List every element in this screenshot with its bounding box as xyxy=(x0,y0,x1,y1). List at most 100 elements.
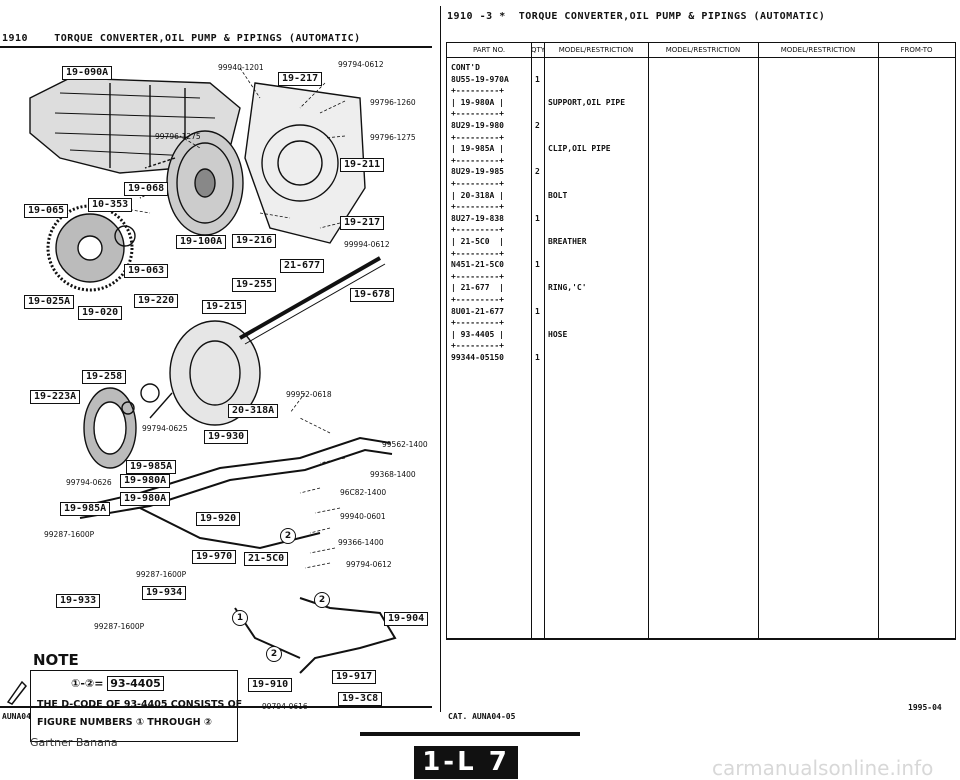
callout-box: 19-100A xyxy=(176,235,227,249)
table-cell-part: 8U29-19-980 xyxy=(451,121,504,130)
part-number: 99796-1275 xyxy=(155,132,201,141)
diagram-drawing xyxy=(29,67,397,674)
right-footer-date: 1995-04 xyxy=(908,703,942,712)
table-cell-qty: 1 xyxy=(535,353,540,362)
part-number: 99287-1600P xyxy=(136,570,187,579)
table-cell-qty: 2 xyxy=(535,167,540,177)
callout-box: 10-353 xyxy=(88,198,133,212)
right-header-code: 1910 xyxy=(447,11,474,22)
note-line-2: FIGURE NUMBERS ① THROUGH ② xyxy=(37,717,212,728)
table-cell-part: | 19-985A | xyxy=(451,144,504,154)
table-cell-part: | 19-980A | xyxy=(451,97,504,107)
callout-box: 19-025A xyxy=(24,295,75,309)
callout-box: 21-5C0 xyxy=(244,552,289,566)
reference-marker: 2 xyxy=(314,592,330,608)
part-number: 99940-0601 xyxy=(340,512,386,521)
table-cell-part: +---------+ xyxy=(451,341,504,351)
callout-box: 19-930 xyxy=(204,430,249,444)
table-cell-desc: BREATHER xyxy=(548,237,587,246)
note-range-text: ①-②= xyxy=(71,677,104,690)
table-cell-desc: CLIP,OIL PIPE xyxy=(548,144,611,154)
table-cell-desc: BOLT xyxy=(548,190,568,200)
callout-box: 19-934 xyxy=(142,586,187,600)
callout-box: 19-211 xyxy=(340,158,385,172)
note-range-code: 93-4405 xyxy=(107,676,164,691)
parts-table: PART NO. QTY MODEL/RESTRICTION MODEL/RES… xyxy=(446,42,956,640)
left-header: 1910 TORQUE CONVERTER,OIL PUMP & PIPINGS… xyxy=(2,33,361,44)
table-cell-part: +---------+ xyxy=(451,132,504,142)
part-number: 99562-1400 xyxy=(382,440,428,449)
left-footer: AUNA04 xyxy=(2,712,31,721)
callout-box: 19-970 xyxy=(192,550,237,564)
table-cell-qty: 2 xyxy=(535,121,540,130)
callout-box: 19-985A xyxy=(60,502,111,516)
table-cell-part: +---------+ xyxy=(451,179,504,188)
part-number: 99796-1260 xyxy=(370,98,416,107)
watermark-right: carmanualsonline.info xyxy=(712,756,934,780)
table-cell-part: +---------+ xyxy=(451,86,504,96)
callout-box: 19-217 xyxy=(278,72,323,86)
table-cell-part: +---------+ xyxy=(451,109,504,119)
callout-box: 19-980A xyxy=(120,474,171,488)
shaft-drawing xyxy=(239,256,386,345)
callout-box: 19-065 xyxy=(24,204,69,218)
column-header-qty: QTY xyxy=(531,43,545,57)
table-cell-part: +---------+ xyxy=(451,271,504,281)
page-tab-rule xyxy=(360,732,580,736)
torque-converter-drawing xyxy=(139,130,244,236)
table-cell-desc: SUPPORT,OIL PIPE xyxy=(548,97,626,107)
table-cell-qty: 1 xyxy=(535,260,540,270)
table-cell-part: N451-21-5C0 xyxy=(451,260,504,270)
watermark-left: Gartner Banana xyxy=(30,736,118,749)
callout-box: 19-904 xyxy=(384,612,429,626)
table-cell-part: | 21-677 | xyxy=(451,283,504,293)
callout-box: 19-255 xyxy=(232,278,277,292)
part-number: 96C82-1400 xyxy=(340,488,387,497)
part-number: 99368-1400 xyxy=(370,470,416,479)
bottom-band xyxy=(0,738,960,746)
table-cell-part: +---------+ xyxy=(451,155,504,165)
note-range: ①-②= 93-4405 xyxy=(71,676,164,691)
table-cell-part: 8U29-19-985 xyxy=(451,167,504,177)
callout-box: 19-068 xyxy=(124,182,169,196)
left-header-title: TORQUE CONVERTER,OIL PUMP & PIPINGS (AUT… xyxy=(54,33,361,44)
callout-box: 19-985A xyxy=(126,460,177,474)
table-cell-part: 8U01-21-677 xyxy=(451,306,504,316)
callout-box: 19-223A xyxy=(30,390,81,404)
table-cell-part: | 20-318A | xyxy=(451,190,504,200)
column-header-model-3: MODEL/RESTRICTION xyxy=(758,43,879,57)
callout-box: 19-020 xyxy=(78,306,123,320)
callout-box: 19-258 xyxy=(82,370,127,384)
table-cell-part: | 93-4405 | xyxy=(451,329,504,339)
column-header-from-to: FROM-TO xyxy=(900,46,933,54)
callout-box: 19-678 xyxy=(350,288,395,302)
table-cell-desc: HOSE xyxy=(548,329,568,339)
table-cell-part: +---------+ xyxy=(451,318,504,328)
note-line-1: THE D-CODE OF 93-4405 CONSISTS OF xyxy=(37,699,243,710)
callout-box: 19-933 xyxy=(56,594,101,608)
oil-pump-drawing xyxy=(83,320,261,469)
callout-box: 19-920 xyxy=(196,512,241,526)
left-header-code: 1910 xyxy=(2,33,29,44)
table-cell-qty: 1 xyxy=(535,213,540,223)
callout-box: 19-090A xyxy=(62,66,113,80)
table-cell-qty: 1 xyxy=(535,74,540,84)
left-footer-rule xyxy=(0,706,432,708)
column-divider xyxy=(878,43,879,639)
part-number: 99994-0612 xyxy=(344,240,390,249)
reference-marker: 2 xyxy=(280,528,296,544)
table-cell-part: CONT'D xyxy=(451,63,480,72)
table-cell-part: 99344-05150 xyxy=(451,353,504,362)
drive-plate-drawing xyxy=(46,204,136,292)
part-number: 99287-1600P xyxy=(94,622,145,631)
table-cell-part: +---------+ xyxy=(451,202,504,212)
column-header-part-no: PART NO. xyxy=(447,43,532,57)
callout-box: 19-215 xyxy=(202,300,247,314)
part-number: 99794-0612 xyxy=(338,60,384,69)
header-rule xyxy=(447,57,955,58)
table-bottom-rule xyxy=(447,638,955,639)
part-number: 99794-0625 xyxy=(142,424,188,433)
table-cell-part: +---------+ xyxy=(451,295,504,304)
callout-box: 19-217 xyxy=(340,216,385,230)
part-number: 99794-0626 xyxy=(66,478,112,487)
